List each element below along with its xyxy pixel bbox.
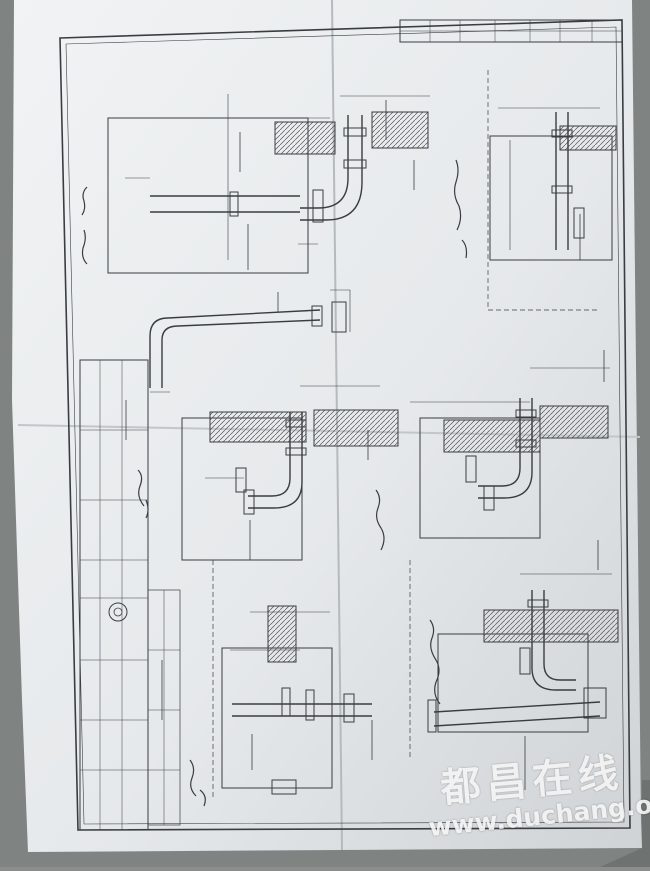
detail-middle-pipe xyxy=(149,289,351,393)
drawing-border-inner xyxy=(65,26,625,825)
detail-center-left xyxy=(181,385,399,561)
company-logo-icon xyxy=(108,602,128,622)
detail-top-right xyxy=(487,70,617,311)
drawing-border-outer xyxy=(59,19,631,831)
handwritten-note xyxy=(81,186,88,265)
detail-bottom-left xyxy=(212,560,372,800)
dimension-labels xyxy=(125,100,605,790)
detail-bottom-right xyxy=(409,560,619,760)
drawing-linework xyxy=(59,19,631,831)
detail-top-left xyxy=(107,94,430,274)
table-corner xyxy=(600,780,650,867)
handwritten-note xyxy=(137,469,149,519)
handwritten-note xyxy=(189,759,206,807)
handwritten-note xyxy=(453,159,468,259)
detail-center-right xyxy=(410,367,610,539)
handwritten-note xyxy=(375,489,385,551)
handwritten-note xyxy=(429,619,441,705)
